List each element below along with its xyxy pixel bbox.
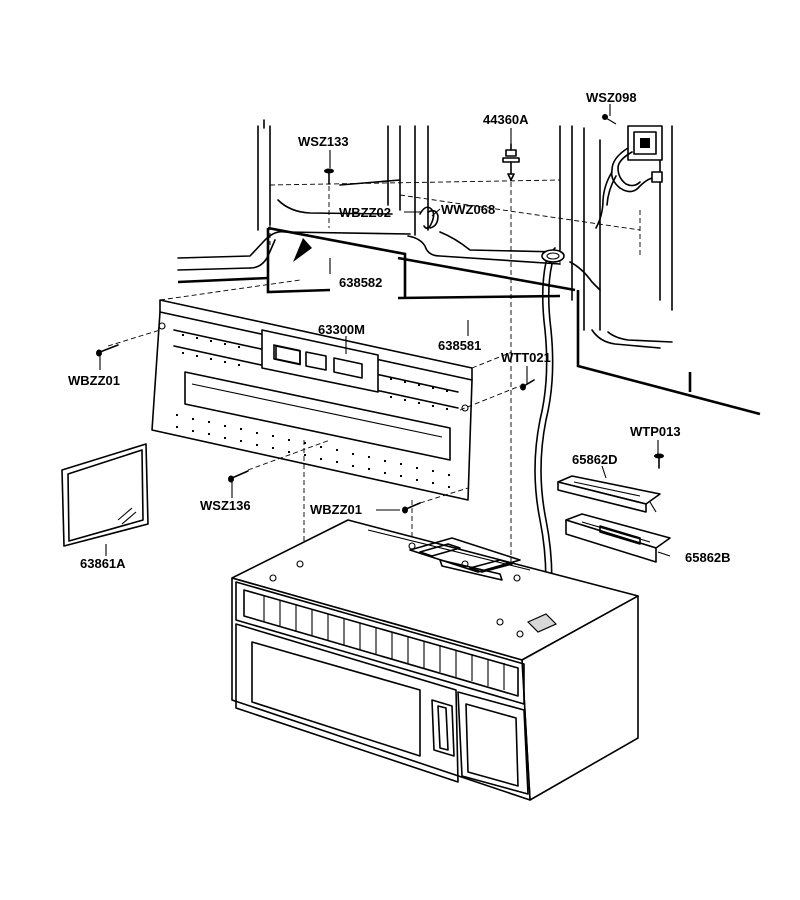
label-63300m: 63300M bbox=[318, 322, 365, 337]
filter-65862d bbox=[557, 475, 661, 513]
plate-dashed-guides bbox=[107, 182, 521, 640]
filter-65862b bbox=[565, 513, 671, 563]
label-44360a: 44360A bbox=[483, 112, 529, 127]
label-638582: 638582 bbox=[339, 275, 382, 290]
power-cord bbox=[545, 147, 663, 263]
glass-panel-63861a bbox=[61, 443, 149, 547]
part-labels: WSZ098 44360A WSZ133 WBZZ02 WWZ068 63858… bbox=[68, 90, 731, 571]
label-wtp013: WTP013 bbox=[630, 424, 681, 439]
vent-grille bbox=[263, 595, 505, 690]
cord-grommet bbox=[541, 249, 565, 263]
screw-wsz133 bbox=[324, 168, 334, 185]
cabinet-dashed-outline bbox=[269, 179, 641, 265]
label-wtt021: WTT021 bbox=[501, 350, 551, 365]
label-wsz133: WSZ133 bbox=[298, 134, 349, 149]
cabinet-shadow-wedge bbox=[293, 238, 312, 262]
screw-wsz136 bbox=[228, 470, 249, 483]
screw-wtp013 bbox=[654, 453, 664, 469]
label-wwz068: WWZ068 bbox=[441, 202, 495, 217]
label-65862b: 65862B bbox=[685, 550, 731, 565]
cabinet-bottom-rail bbox=[177, 230, 673, 349]
screw-wsz098 bbox=[602, 114, 617, 125]
cabinet-bottom-edge bbox=[177, 226, 761, 416]
mounting-plate-63300m bbox=[151, 299, 473, 501]
label-wsz136: WSZ136 bbox=[200, 498, 251, 513]
leader-lines bbox=[99, 104, 671, 557]
microwave-oven bbox=[231, 519, 639, 801]
bolt-44360a bbox=[502, 143, 520, 181]
wall-outlet bbox=[627, 125, 663, 161]
screw-wbzz01-center bbox=[402, 502, 421, 514]
label-wbzz02: WBZZ02 bbox=[339, 205, 391, 220]
screw-wtt021 bbox=[520, 379, 535, 391]
screw-wbzz01-left bbox=[96, 344, 119, 357]
clip-wbzz02 bbox=[419, 206, 439, 230]
upper-cabinet-left bbox=[257, 119, 401, 231]
label-wbzz01-center: WBZZ01 bbox=[310, 502, 362, 517]
label-wsz098: WSZ098 bbox=[586, 90, 637, 105]
label-wbzz01-left: WBZZ01 bbox=[68, 373, 120, 388]
label-638581: 638581 bbox=[438, 338, 481, 353]
label-63861a: 63861A bbox=[80, 556, 126, 571]
microwave-cord bbox=[534, 261, 554, 621]
label-65862d: 65862D bbox=[572, 452, 618, 467]
